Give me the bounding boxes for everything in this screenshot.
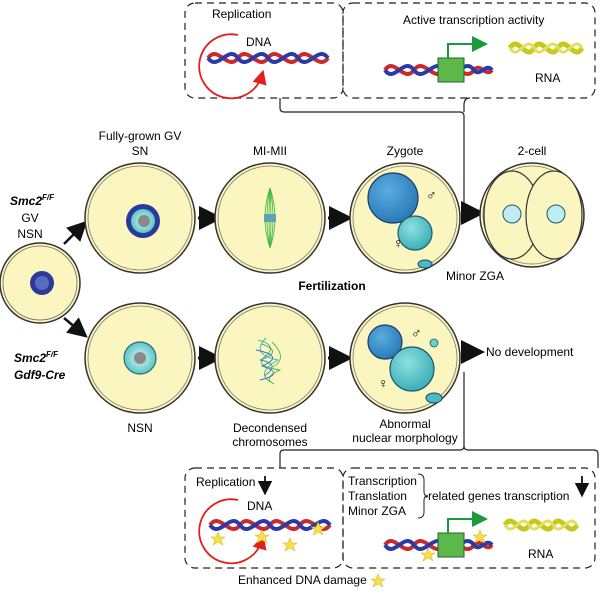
abnormal-male-symbol: ♂ [411, 325, 422, 341]
related-genes-text: -related genes transcription [424, 489, 569, 503]
nsn-left-label: NSN [17, 227, 42, 241]
bottom-dna-label: DNA [247, 499, 272, 513]
abnormal-label-1: Abnormal [379, 417, 430, 431]
mi-mii-label: MI-MII [253, 144, 287, 158]
top-mechanism-panel: Replication DNA Active transcription act… [184, 2, 596, 210]
top-replication-label: Replication [212, 7, 271, 21]
arrow-to-nsn [63, 317, 88, 338]
mi-mii-oocyte [214, 162, 326, 274]
zygote-male-symbol: ♂ [426, 187, 437, 203]
minor-zga-text: Minor ZGA [348, 504, 406, 518]
control-genotype-label: Smc2F/F [10, 193, 55, 208]
fully-grown-label: Fully-grown GV [99, 129, 182, 143]
list-bracket [417, 473, 429, 519]
arrow-to-sn [63, 220, 88, 245]
transcription-text: Transcription [348, 474, 417, 488]
bottom-replication-label: Replication [196, 475, 255, 489]
bottom-dna-helix [208, 519, 332, 531]
mutant-cre-label: Gdf9-Cre [14, 368, 66, 382]
top-replication-box [184, 2, 344, 99]
two-cell-label: 2-cell [518, 144, 547, 158]
bottom-rna-strand [502, 518, 580, 532]
bottom-transcription-box [342, 467, 596, 569]
top-transcription-arrow [447, 36, 488, 58]
decondensed-oocyte [214, 302, 326, 414]
gv-label: GV [21, 211, 38, 225]
polar-body [417, 259, 433, 269]
bottom-mechanism-panel: Replication DNA Transcription Translatio… [184, 467, 596, 569]
top-rna-strand [507, 41, 585, 55]
top-dna-label: DNA [246, 35, 271, 49]
decondensed-label-2: chromosomes [232, 435, 307, 449]
male-pronucleus [367, 172, 419, 224]
enhanced-damage-label: Enhanced DNA damage [238, 573, 367, 587]
sn-label: SN [132, 144, 149, 158]
zygote-label: Zygote [387, 144, 424, 158]
bottom-rna-label: RNA [528, 547, 553, 561]
abnormal-label-2: nuclear morphology [352, 431, 457, 445]
minor-zga-label: Minor ZGA [446, 269, 504, 283]
legend-star-icon [370, 573, 386, 588]
abnormal-zygote: ♂ ♀ [349, 302, 461, 414]
abnormal-female-symbol: ♀ [378, 375, 389, 391]
no-development-label: No development [486, 345, 574, 359]
top-dna-helix [206, 52, 330, 64]
decondensed-chromatin [255, 337, 282, 385]
fertilization-label: Fertilization [298, 279, 365, 293]
top-brace [279, 98, 465, 210]
nsn-bottom-label: NSN [127, 421, 152, 435]
top-transcription-label: Active transcription activity [403, 13, 544, 27]
gv-nsn-oocyte [0, 242, 81, 324]
zygote-female-symbol: ♀ [393, 235, 404, 251]
translation-text: Translation [348, 489, 407, 503]
decondensed-label-1: Decondensed [233, 421, 307, 435]
mutant-genotype-label: Smc2F/F [14, 350, 59, 365]
sn-oocyte [84, 162, 196, 274]
nsn-oocyte [84, 302, 196, 414]
top-promoter-box [437, 57, 465, 83]
bottom-promoter-box [437, 532, 465, 558]
female-pronucleus [397, 215, 433, 251]
zygote: ♂ ♀ [349, 162, 461, 274]
top-rna-label: RNA [535, 71, 560, 85]
bottom-damage-stars [420, 529, 488, 562]
bottom-replication-arrow [198, 498, 267, 565]
top-replication-arrow [198, 33, 267, 100]
two-cell-embryo [479, 162, 585, 268]
bottom-transcription-arrow [447, 511, 488, 533]
damage-stars [210, 521, 326, 552]
